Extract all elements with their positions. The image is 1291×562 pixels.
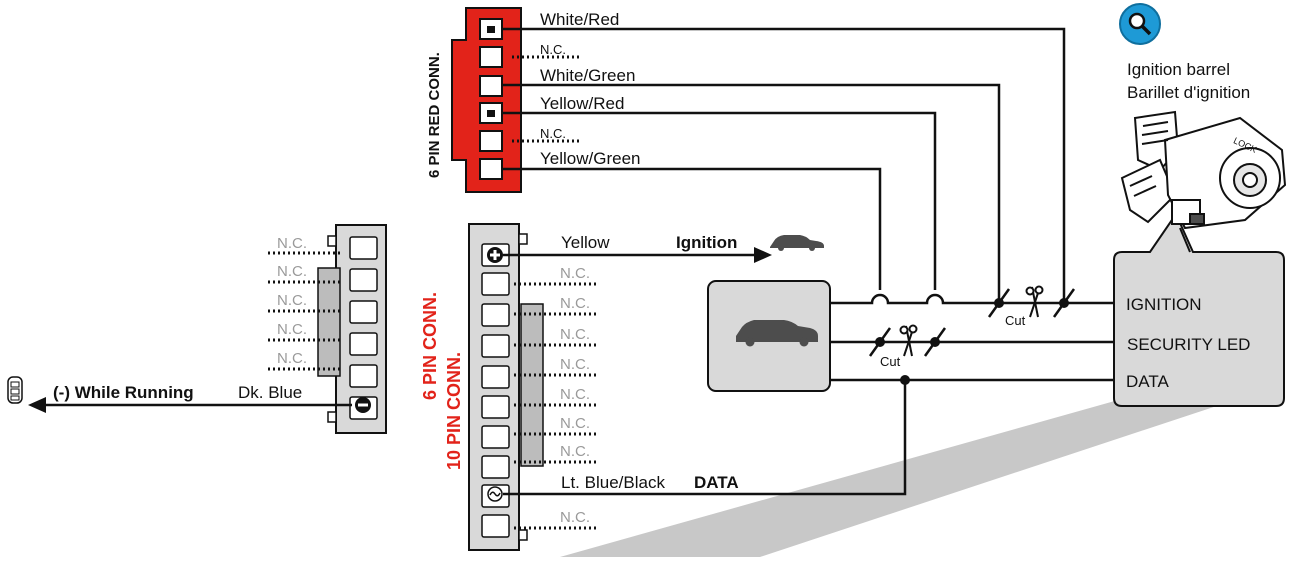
cut-label: Cut — [1005, 313, 1026, 328]
cut-points — [868, 288, 1076, 357]
wire-label: Lt. Blue/Black — [561, 473, 665, 492]
wire-label: Yellow — [561, 233, 610, 252]
wire-label: N.C. — [560, 356, 590, 373]
wire-label: N.C. — [560, 415, 590, 432]
main-wire-labels: Yellow N.C. N.C. N.C. N.C. N.C. N.C. N.C… — [560, 233, 665, 526]
wire-label: Yellow/Red — [540, 94, 624, 113]
barrel-title-line1: Ignition barrel — [1127, 60, 1230, 79]
ignition-label: Ignition — [676, 233, 737, 252]
wire-label: White/Green — [540, 66, 635, 85]
tilde-terminal-icon — [487, 486, 503, 502]
main-10pin-connector — [468, 223, 544, 551]
wire-label: N.C. — [277, 263, 307, 280]
left-nc-labels: N.C. N.C. N.C. N.C. N.C. — [277, 235, 307, 367]
data-wire — [503, 380, 907, 496]
wire-label: N.C. — [560, 509, 590, 526]
callout-data-label: DATA — [1126, 372, 1169, 391]
output-arrowhead — [28, 397, 46, 413]
output-function-label: (-) While Running — [53, 383, 194, 402]
magnifier-icon — [1119, 3, 1161, 45]
car-icon — [736, 320, 818, 347]
red-wire-labels: White/Red N.C. White/Green Yellow/Red N.… — [540, 10, 641, 168]
wire-label: N.C. — [277, 350, 307, 367]
wire-label: White/Red — [540, 10, 619, 29]
data-label: DATA — [694, 473, 739, 492]
scissors-icon — [1025, 285, 1044, 318]
data-junction — [900, 375, 910, 385]
barrel-callout-box — [1113, 211, 1285, 407]
wire-label: N.C. — [540, 126, 566, 141]
module-wires — [830, 293, 1118, 382]
wire-label: N.C. — [277, 235, 307, 252]
cut-label: Cut — [880, 354, 901, 369]
main-connector-title-10pin: 10 PIN CONN. — [444, 352, 464, 470]
wire-label: N.C. — [277, 292, 307, 309]
plus-terminal-icon — [487, 247, 503, 263]
left-nc-stubs — [268, 251, 340, 371]
wire-label: Yellow/Green — [540, 149, 641, 168]
left-6pin-connector — [317, 224, 387, 434]
remote-icon — [7, 376, 23, 404]
callout-security-led-label: SECURITY LED — [1127, 335, 1250, 354]
red-6pin-connector — [451, 7, 522, 193]
barrel-title-line2: Barillet d'ignition — [1127, 83, 1250, 102]
main-nc-stubs — [514, 282, 598, 530]
wire-label: N.C. — [540, 42, 566, 57]
output-wire-label: Dk. Blue — [238, 383, 302, 402]
scissors-icon — [899, 324, 918, 357]
wire-label: N.C. — [560, 386, 590, 403]
red-nc-stubs — [512, 55, 580, 143]
car-icon — [770, 235, 824, 251]
red-connector-wires — [502, 27, 1066, 303]
minus-terminal-icon — [355, 397, 371, 413]
wire-label: N.C. — [560, 326, 590, 343]
wire-label: N.C. — [560, 265, 590, 282]
wire-label: N.C. — [560, 443, 590, 460]
red-connector-title: 6 PIN RED CONN. — [426, 52, 443, 178]
wire-label: N.C. — [560, 295, 590, 312]
main-connector-title-6pin: 6 PIN CONN. — [420, 292, 440, 400]
wire-label: N.C. — [277, 321, 307, 338]
ignition-arrowhead — [754, 247, 772, 263]
callout-ignition-label: IGNITION — [1126, 295, 1202, 314]
ignition-barrel-illustration — [1120, 110, 1287, 253]
